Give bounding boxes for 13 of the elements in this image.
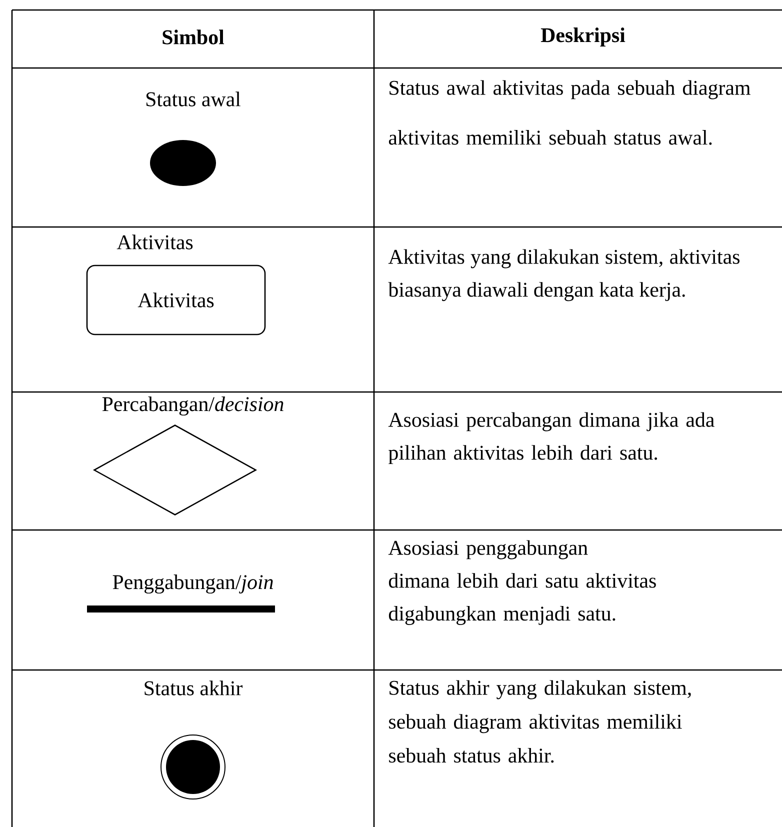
end-dot bbox=[160, 734, 226, 800]
symbol-name: Status akhir bbox=[144, 680, 242, 696]
column-header: Deskripsi bbox=[540, 28, 626, 46]
activity-box: Aktivitas bbox=[86, 264, 266, 336]
description-text: Asosiasi percabangan dimana jika ada pilihan aktivitas lebih dari satu. bbox=[388, 412, 714, 464]
column-header: Simbol bbox=[162, 30, 224, 44]
description-text: Status akhir yang dilakukan sistem, sebuah diagram aktivitas memiliki sebuah status akhir. bbox=[389, 680, 691, 763]
description-text: Status awal aktivitas pada sebuah diagram aktivitas memiliki sebuah status awal. bbox=[388, 80, 750, 145]
description-text: Asosiasi penggabungan dimana lebih dari satu aktivitas digabungkan menjadi satu. bbox=[388, 540, 656, 625]
description-text: Aktivitas yang dilakukan sistem, aktivitas biasanya diawali dengan kata kerja. bbox=[388, 249, 740, 302]
join-bar bbox=[87, 606, 275, 612]
symbol-name: Aktivitas bbox=[116, 234, 193, 250]
start-dot bbox=[150, 140, 216, 186]
